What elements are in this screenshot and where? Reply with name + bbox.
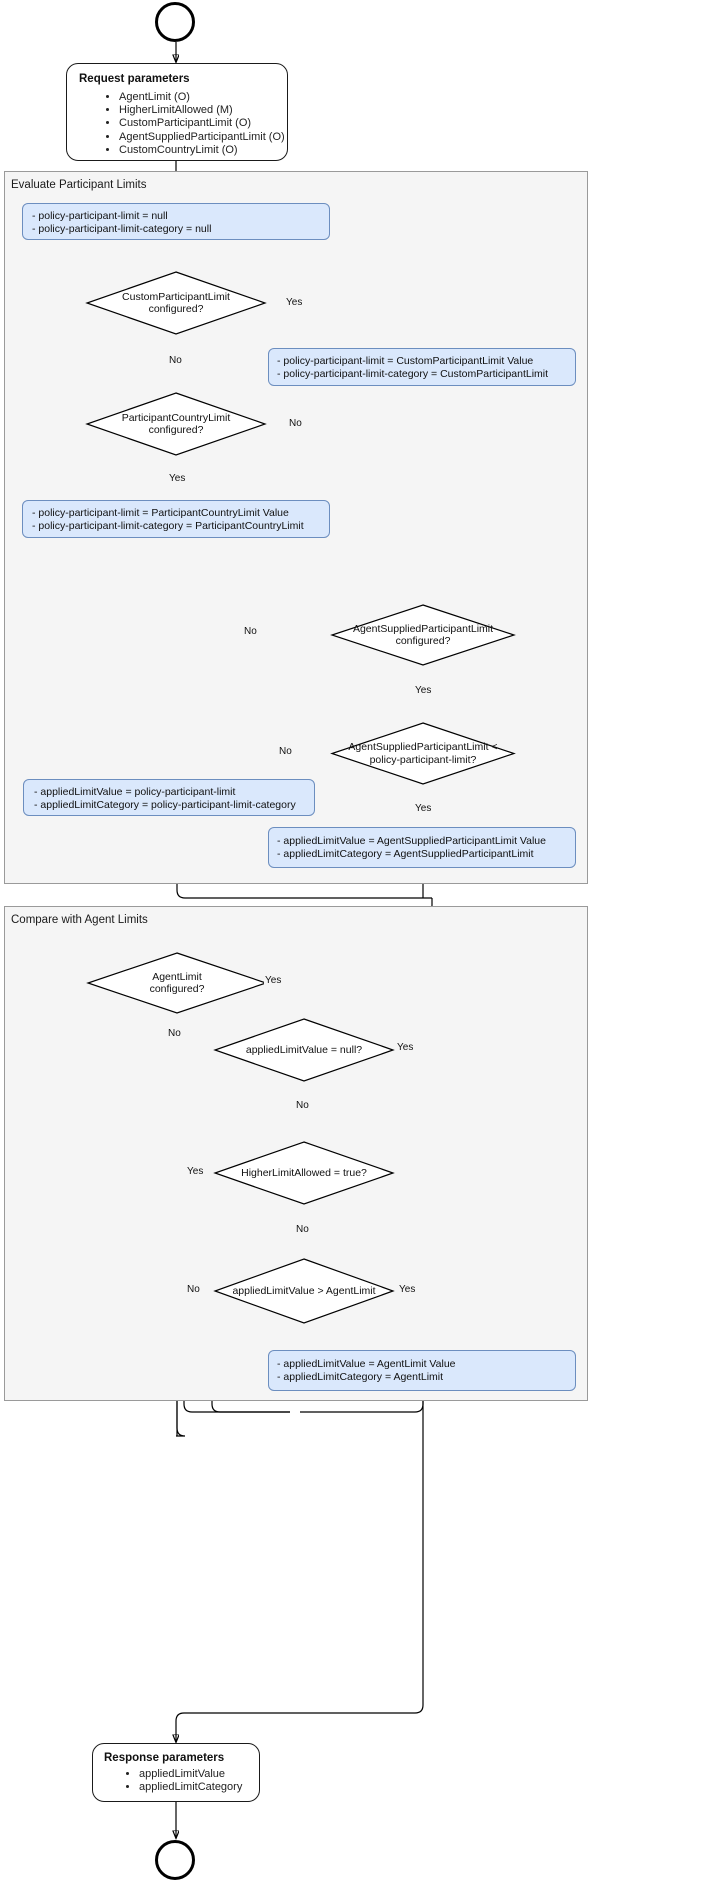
edge-label-no: No bbox=[288, 418, 303, 429]
edge-label-yes: Yes bbox=[168, 473, 187, 484]
process-line: - policy-participant-limit = CustomParti… bbox=[277, 355, 534, 367]
edge-label-no: No bbox=[243, 626, 258, 637]
list-item: appliedLimitValue bbox=[139, 1768, 242, 1781]
request-parameters-list: AgentLimit (O) HigherLimitAllowed (M) Cu… bbox=[89, 91, 285, 157]
edge-label-yes: Yes bbox=[414, 803, 433, 814]
decision-label: appliedLimitValue = null? bbox=[245, 1043, 363, 1056]
list-item: AgentLimit (O) bbox=[119, 91, 285, 104]
decision-higher-limit-allowed: HigherLimitAllowed = true? bbox=[213, 1141, 395, 1205]
edge-label-yes: Yes bbox=[414, 685, 433, 696]
response-parameters-box: Response parameters appliedLimitValue ap… bbox=[92, 1743, 260, 1802]
end-node bbox=[155, 1840, 195, 1880]
process-line: - policy-participant-limit = null bbox=[32, 210, 168, 222]
response-parameters-list: appliedLimitValue appliedLimitCategory bbox=[109, 1768, 242, 1794]
decision-label: CustomParticipantLimit configured? bbox=[122, 290, 230, 316]
decision-agent-supplied-participant-limit-configured: AgentSuppliedParticipantLimit configured… bbox=[330, 604, 516, 666]
decision-custom-participant-limit-configured: CustomParticipantLimit configured? bbox=[85, 271, 267, 335]
list-item: AgentSuppliedParticipantLimit (O) bbox=[119, 131, 285, 144]
decision-applied-limit-value-is-null: appliedLimitValue = null? bbox=[213, 1018, 395, 1082]
decision-label: AgentSuppliedParticipantLimit configured… bbox=[352, 622, 494, 648]
lane-compare-title: Compare with Agent Limits bbox=[11, 914, 148, 926]
process-applied-from-agent-limit: - appliedLimitValue = AgentLimit Value -… bbox=[268, 1350, 576, 1391]
edge-label-no: No bbox=[278, 746, 293, 757]
decision-label: AgentSuppliedParticipantLimit < policy-p… bbox=[348, 741, 498, 766]
process-line: - policy-participant-limit-category = Cu… bbox=[277, 368, 549, 380]
process-line: - policy-participant-limit = Participant… bbox=[32, 507, 289, 519]
process-line: - policy-participant-limit-category = nu… bbox=[32, 223, 212, 235]
list-item: HigherLimitAllowed (M) bbox=[119, 104, 285, 117]
process-line: - appliedLimitCategory = AgentLimit bbox=[277, 1371, 444, 1383]
decision-participant-country-limit-configured: ParticipantCountryLimit configured? bbox=[85, 392, 267, 456]
edge-label-yes: Yes bbox=[186, 1166, 205, 1177]
list-item: CustomParticipantLimit (O) bbox=[119, 117, 285, 130]
process-set-participant-country-limit: - policy-participant-limit = Participant… bbox=[22, 500, 330, 538]
response-parameters-title: Response parameters bbox=[104, 1752, 225, 1764]
decision-applied-limit-value-gt-agent-limit: appliedLimitValue > AgentLimit bbox=[213, 1258, 395, 1324]
list-item: appliedLimitCategory bbox=[139, 1781, 242, 1794]
edge-label-yes: Yes bbox=[264, 975, 283, 986]
list-item: CustomCountryLimit (O) bbox=[119, 144, 285, 157]
process-applied-from-policy: - appliedLimitValue = policy-participant… bbox=[23, 779, 315, 816]
edge-label-yes: Yes bbox=[396, 1042, 415, 1053]
decision-agent-supplied-less-than-policy: AgentSuppliedParticipantLimit < policy-p… bbox=[330, 722, 516, 785]
decision-label: appliedLimitValue > AgentLimit bbox=[232, 1284, 376, 1297]
edge-label-no: No bbox=[295, 1224, 310, 1235]
edge-label-no: No bbox=[295, 1100, 310, 1111]
lane-evaluate-title: Evaluate Participant Limits bbox=[11, 179, 147, 191]
process-applied-from-agent-supplied: - appliedLimitValue = AgentSuppliedParti… bbox=[268, 827, 576, 868]
request-parameters-title: Request parameters bbox=[79, 73, 190, 85]
process-line: - appliedLimitCategory = AgentSuppliedPa… bbox=[277, 848, 534, 860]
start-node bbox=[155, 2, 195, 42]
edge-label-no: No bbox=[186, 1284, 201, 1295]
process-line: - policy-participant-limit-category = Pa… bbox=[32, 520, 304, 532]
decision-label: HigherLimitAllowed = true? bbox=[241, 1166, 367, 1179]
decision-agent-limit-configured: AgentLimit configured? bbox=[86, 952, 268, 1014]
edge-label-yes: Yes bbox=[285, 297, 304, 308]
edge-label-no: No bbox=[168, 355, 183, 366]
decision-label: AgentLimit configured? bbox=[149, 970, 205, 996]
process-set-custom-participant-limit: - policy-participant-limit = CustomParti… bbox=[268, 348, 576, 386]
process-line: - appliedLimitCategory = policy-particip… bbox=[34, 799, 296, 811]
process-line: - appliedLimitValue = AgentLimit Value bbox=[277, 1358, 456, 1370]
process-line: - appliedLimitValue = policy-participant… bbox=[34, 786, 236, 798]
edge-label-no: No bbox=[167, 1028, 182, 1039]
process-init-policy-limits: - policy-participant-limit = null - poli… bbox=[22, 203, 330, 240]
decision-label: ParticipantCountryLimit configured? bbox=[121, 411, 231, 437]
edge-label-yes: Yes bbox=[398, 1284, 417, 1295]
process-line: - appliedLimitValue = AgentSuppliedParti… bbox=[277, 835, 546, 847]
request-parameters-box: Request parameters AgentLimit (O) Higher… bbox=[66, 63, 288, 161]
